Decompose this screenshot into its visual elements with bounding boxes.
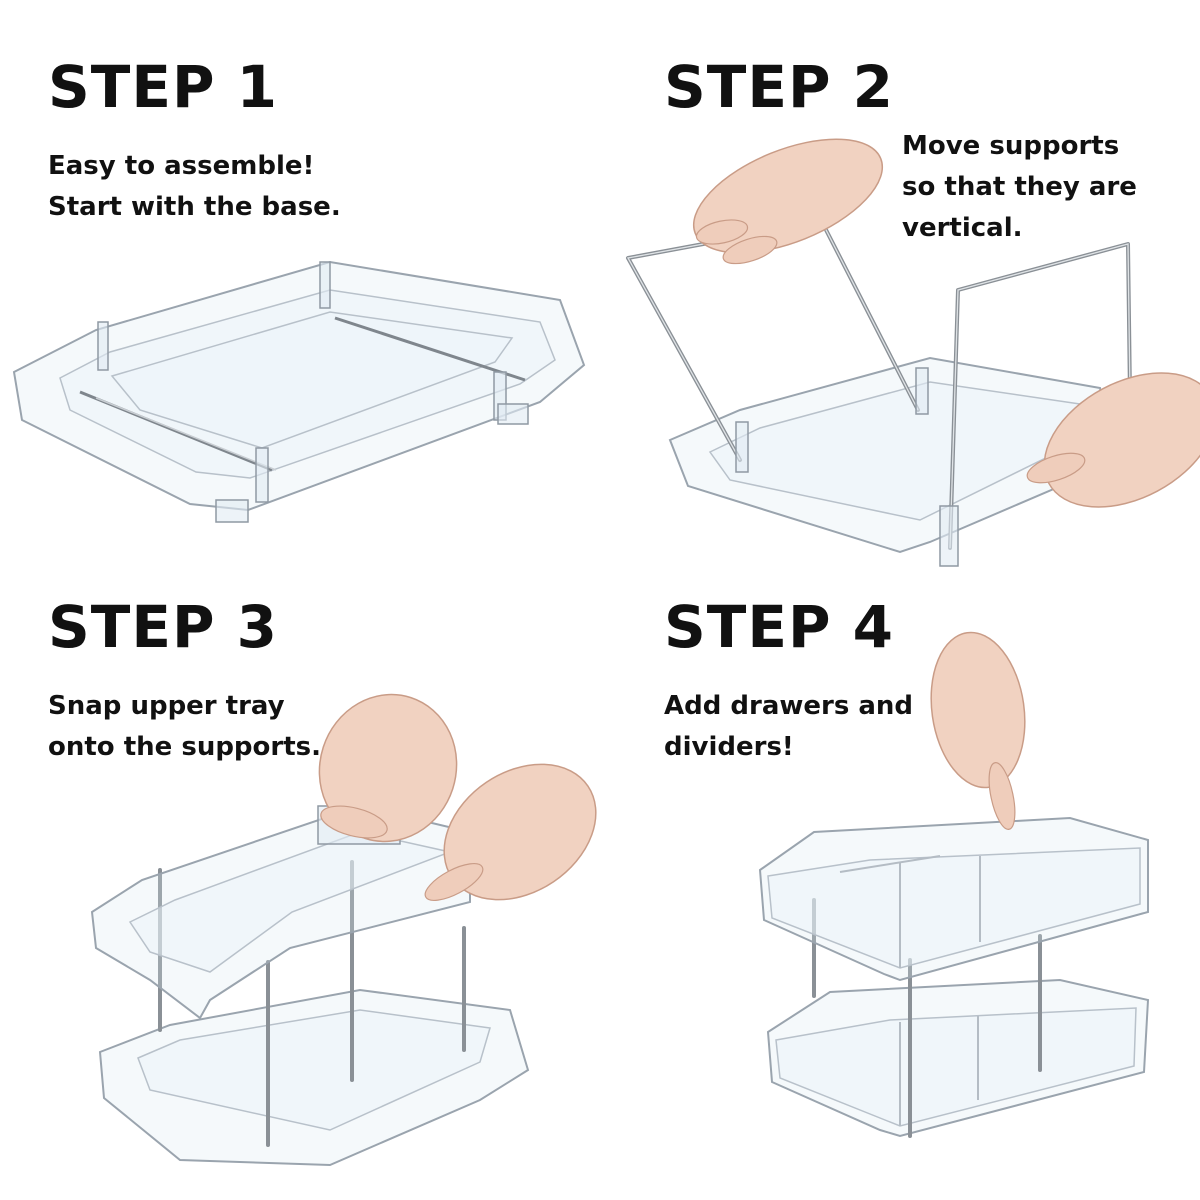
step-title: STEP 2 bbox=[664, 53, 895, 121]
caption-line: Snap upper tray bbox=[48, 691, 285, 721]
step-caption: Move supports so that they are vertical. bbox=[902, 126, 1137, 249]
step-caption: Add drawers and dividers! bbox=[664, 686, 913, 768]
caption-line: onto the supports. bbox=[48, 732, 322, 762]
step-3-upper-tray-illustration bbox=[90, 693, 597, 1167]
step-caption: Snap upper tray onto the supports. bbox=[48, 686, 321, 768]
step-1-base-tray-illustration bbox=[12, 260, 586, 523]
step-1-panel: STEP 1 Easy to assemble! Start with the … bbox=[0, 0, 600, 600]
step-title: STEP 1 bbox=[48, 53, 279, 121]
step-title: STEP 4 bbox=[664, 593, 895, 661]
step-2-supports-illustration bbox=[626, 138, 1200, 567]
step-4-panel: STEP 4 Add drawers and dividers! bbox=[600, 593, 1200, 1200]
caption-line: Easy to assemble! bbox=[48, 151, 315, 181]
step-2-panel: STEP 2 Move supports so that they are ve… bbox=[600, 0, 1200, 600]
step-4-drawers-dividers-illustration bbox=[758, 631, 1150, 1138]
caption-line: vertical. bbox=[902, 213, 1023, 243]
caption-line: dividers! bbox=[664, 732, 794, 762]
caption-line: Move supports bbox=[902, 131, 1120, 161]
step-caption: Easy to assemble! Start with the base. bbox=[48, 146, 341, 228]
caption-line: Add drawers and bbox=[664, 691, 914, 721]
caption-line: Start with the base. bbox=[48, 192, 341, 222]
caption-line: so that they are bbox=[902, 172, 1137, 202]
step-3-panel: STEP 3 Snap upper tray onto the supports… bbox=[0, 593, 600, 1200]
step-title: STEP 3 bbox=[48, 593, 279, 661]
